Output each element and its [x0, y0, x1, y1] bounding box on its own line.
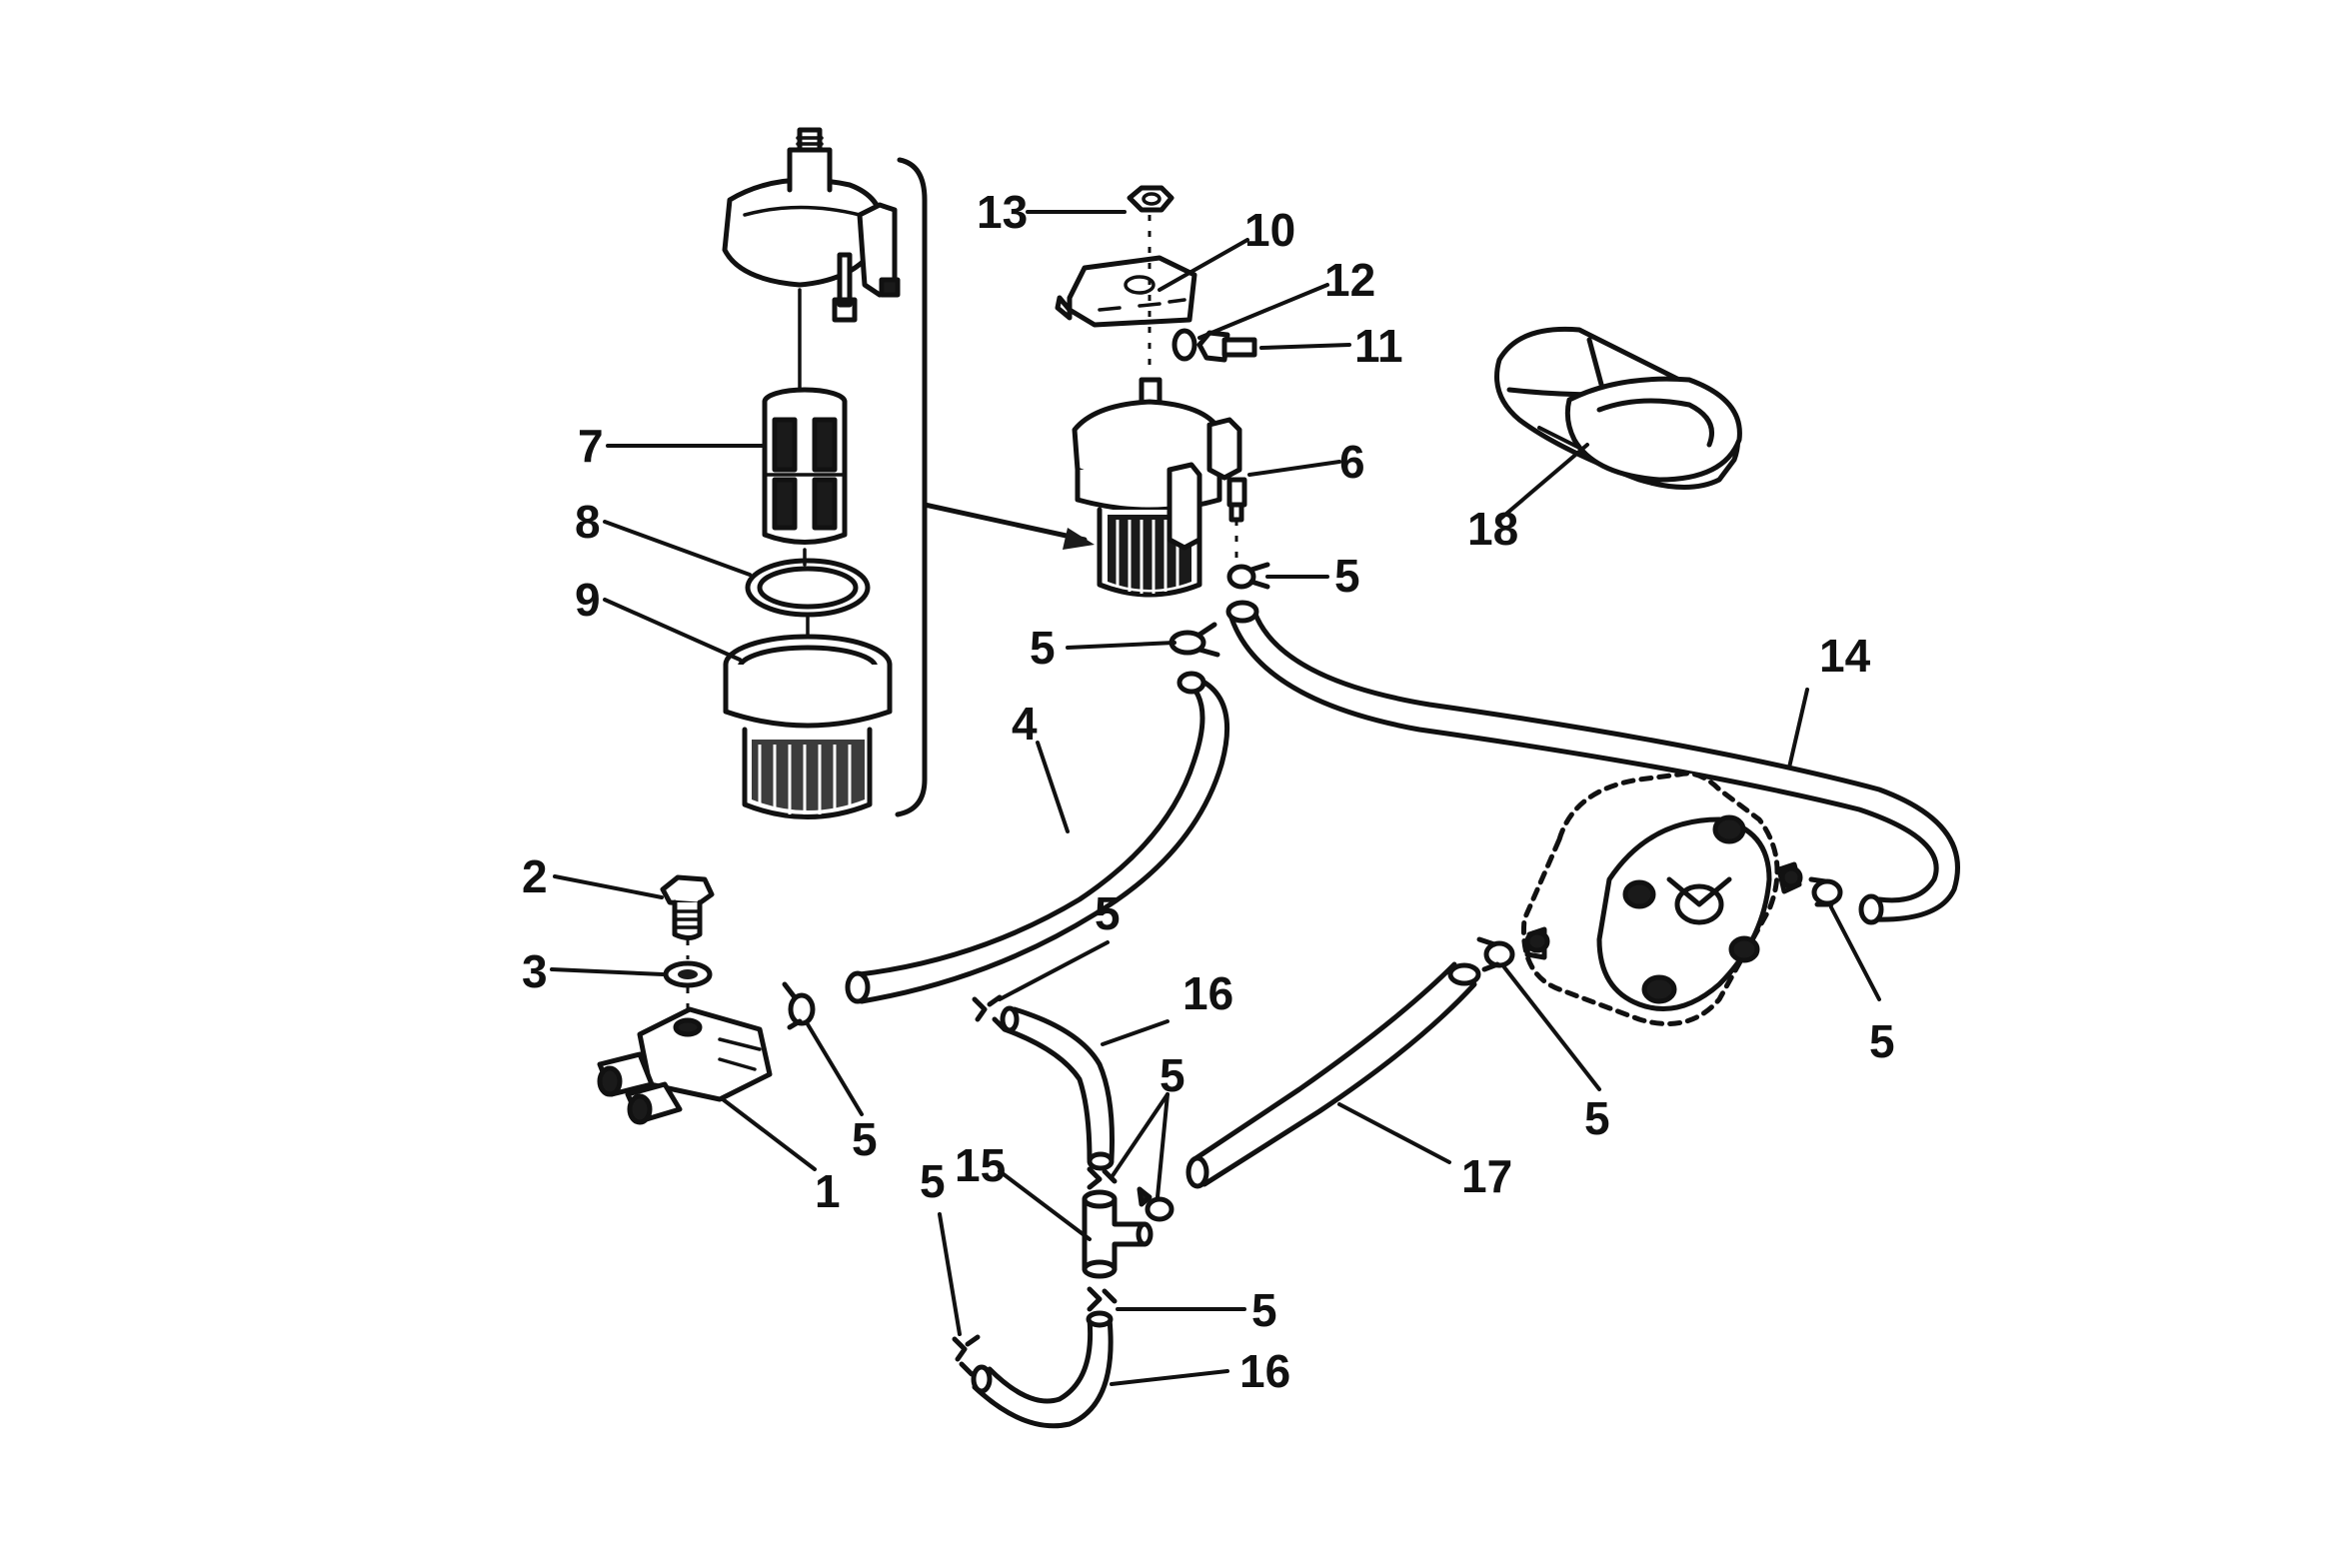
nut — [1127, 185, 1174, 213]
callout-13: 13 — [977, 186, 1028, 238]
leader-lines — [550, 210, 1881, 1386]
clamp-tee-side — [1137, 1186, 1174, 1222]
fuel-hose-4-edge-a — [857, 677, 1205, 977]
callout-10: 10 — [1244, 204, 1295, 256]
fuel-hose-4-edge-b — [859, 677, 1230, 1004]
callout-5-tee-bottom: 5 — [1251, 1284, 1277, 1336]
fuel-hose-16-upper-edge-a — [1002, 1026, 1093, 1162]
fuel-hose-17-edge-a — [1191, 961, 1457, 1162]
fuel-pump — [1520, 771, 1803, 1026]
callout-8: 8 — [575, 496, 601, 548]
fuel-hose-16-lower-edge-a — [987, 1316, 1094, 1404]
callout-5-pump-right: 5 — [1869, 1015, 1895, 1067]
callout-16-upper: 16 — [1182, 967, 1233, 1019]
callout-14: 14 — [1819, 630, 1871, 682]
callout-5-upper-left: 5 — [1030, 622, 1056, 674]
fuel-connector — [597, 1006, 773, 1125]
callout-18: 18 — [1467, 503, 1518, 555]
callout-5-lower-left: 5 — [920, 1155, 946, 1207]
clamp-tee-bottom — [1087, 1286, 1118, 1312]
fuel-hose-16-upper-edge-b — [1012, 1006, 1115, 1162]
callout-2: 2 — [522, 850, 548, 902]
clamp-top-hose16 — [972, 994, 1008, 1032]
lock-washer — [1172, 328, 1197, 362]
filter-bowl — [723, 634, 893, 819]
mounting-bracket — [1055, 255, 1197, 328]
clamp-upper-right — [1226, 562, 1270, 590]
callout-9: 9 — [575, 574, 601, 626]
callout-15: 15 — [955, 1139, 1006, 1191]
callout-5-connector: 5 — [852, 1113, 878, 1165]
callout-5-tee: 5 — [1160, 1049, 1185, 1101]
callout-5-hose16-top: 5 — [1095, 887, 1121, 939]
fuel-hose-14-edge-a — [1226, 609, 1939, 903]
clamp-pump-right — [1808, 876, 1843, 907]
fuel-hose-17-edge-b — [1201, 981, 1477, 1187]
primer-bulb — [1494, 326, 1742, 490]
clamp-connector — [782, 981, 816, 1030]
callout-12: 12 — [1324, 254, 1375, 306]
assembly-arrow-line — [922, 502, 1088, 543]
screw-top — [660, 874, 715, 940]
callout-labels: 13 10 12 11 6 5 5 7 8 9 18 14 4 5 5 17 2… — [522, 186, 1895, 1397]
fuel-hose-14-edge-b — [1251, 609, 1960, 922]
filter-element — [762, 387, 848, 545]
callout-1: 1 — [815, 1165, 841, 1217]
filter-gasket — [745, 558, 871, 618]
fuel-filter-installed — [1072, 377, 1247, 598]
callout-5-pump-left: 5 — [1584, 1092, 1610, 1144]
clamp-tee-top — [1087, 1166, 1118, 1190]
clamp-pump-left — [1476, 936, 1515, 972]
callout-11: 11 — [1354, 320, 1403, 372]
clamp-lower-hose16 — [952, 1334, 981, 1377]
tee-fitting — [1082, 1189, 1154, 1279]
clamp-upper-left — [1169, 622, 1220, 658]
filter-head-exploded — [722, 127, 901, 323]
washer — [663, 960, 713, 988]
callout-17: 17 — [1461, 1150, 1512, 1202]
callout-4: 4 — [1012, 698, 1038, 750]
assembly-bracket — [895, 157, 928, 817]
callout-7: 7 — [578, 420, 604, 472]
screw — [1196, 330, 1257, 363]
fuel-hose-16-lower-edge-b — [972, 1316, 1114, 1429]
callout-5-upper-right: 5 — [1334, 550, 1360, 602]
callout-6: 6 — [1339, 436, 1365, 488]
callout-16-lower: 16 — [1239, 1345, 1290, 1397]
callout-3: 3 — [522, 945, 548, 997]
